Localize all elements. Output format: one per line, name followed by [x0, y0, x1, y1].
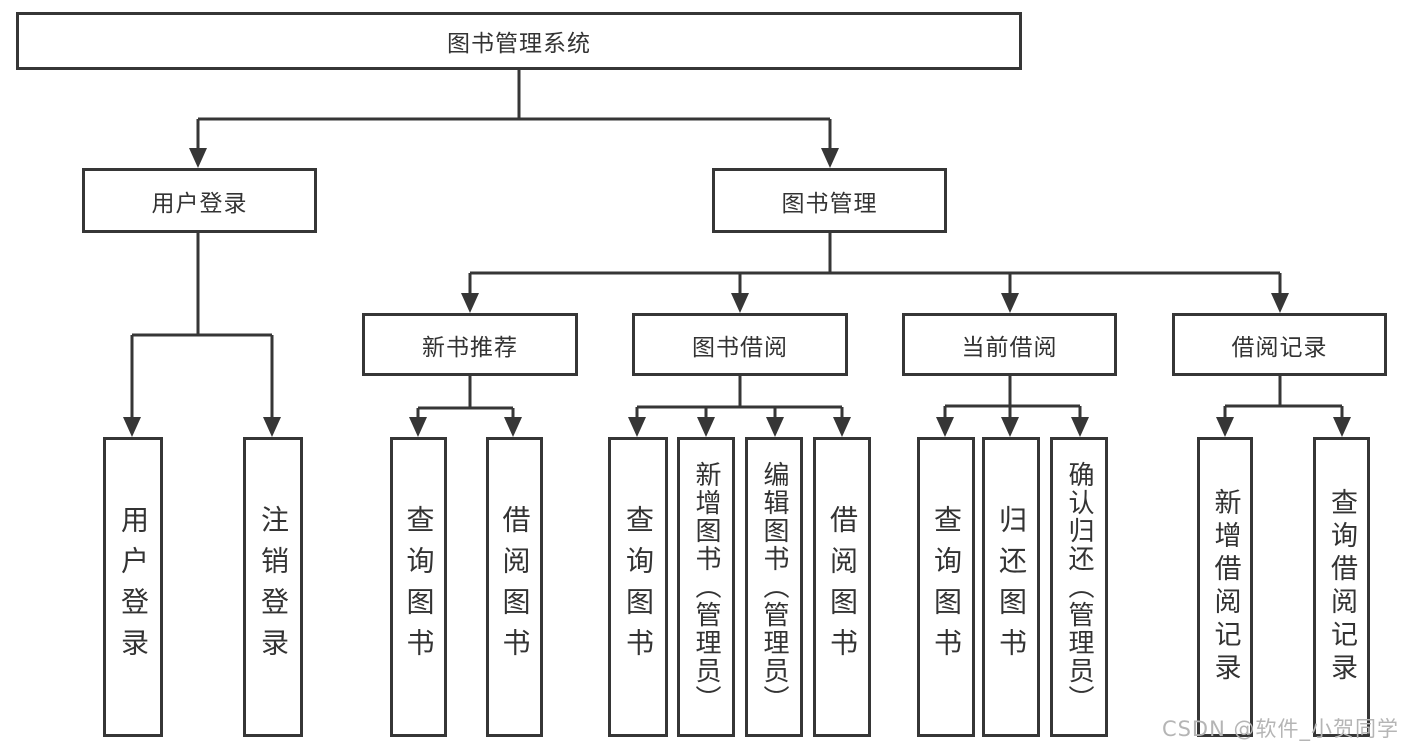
- node-label: 归还图书: [995, 505, 1028, 669]
- node-new-book-recommend: 新书推荐: [362, 313, 578, 376]
- node-label: 确认归还（管理员）: [1064, 461, 1094, 713]
- leaf-query-books-current: 查询图书: [917, 437, 975, 737]
- node-label: 借阅图书: [498, 505, 532, 669]
- node-label: 借阅图书: [826, 505, 859, 669]
- node-borrow-records: 借阅记录: [1172, 313, 1387, 376]
- leaf-add-book-admin: 新增图书（管理员）: [677, 437, 735, 737]
- node-label: 查询图书: [622, 505, 655, 669]
- node-label: 图书管理: [781, 190, 878, 217]
- node-book-borrow: 图书借阅: [632, 313, 848, 376]
- leaf-query-books-recommend: 查询图书: [390, 437, 447, 737]
- leaf-borrow-books-recommend: 借阅图书: [486, 437, 543, 737]
- leaf-borrow-books: 借阅图书: [813, 437, 871, 737]
- node-label: 查询图书: [402, 505, 436, 669]
- node-book-management: 图书管理: [712, 168, 947, 233]
- leaf-edit-book-admin: 编辑图书（管理员）: [745, 437, 803, 737]
- leaf-confirm-return-admin: 确认归还（管理员）: [1050, 437, 1108, 737]
- node-label: 当前借阅: [961, 334, 1058, 361]
- leaf-query-borrow-record: 查询借阅记录: [1313, 437, 1370, 737]
- leaf-add-borrow-record: 新增借阅记录: [1197, 437, 1253, 737]
- node-label: 用户登录: [117, 505, 150, 669]
- connector-path: [130, 70, 1344, 421]
- node-label: 图书管理系统: [447, 31, 591, 57]
- node-root: 图书管理系统: [16, 12, 1022, 70]
- leaf-return-book: 归还图书: [982, 437, 1040, 737]
- node-label: 注销登录: [257, 505, 290, 669]
- csdn-watermark: CSDN @软件_小贺同学: [1161, 717, 1399, 741]
- node-label: 查询借阅记录: [1326, 488, 1357, 686]
- node-label: 图书借阅: [692, 334, 788, 361]
- node-label: 编辑图书（管理员）: [759, 461, 789, 713]
- leaf-query-books-borrow: 查询图书: [608, 437, 668, 737]
- node-current-borrow: 当前借阅: [902, 313, 1117, 376]
- node-label: 新增图书（管理员）: [691, 461, 721, 713]
- node-label: 用户登录: [151, 190, 248, 217]
- node-user-login: 用户登录: [82, 168, 317, 233]
- node-label: 查询图书: [930, 505, 963, 669]
- node-label: 新增借阅记录: [1209, 488, 1241, 686]
- node-label: 新书推荐: [422, 334, 518, 361]
- leaf-user-login: 用户登录: [103, 437, 163, 737]
- node-label: 借阅记录: [1231, 334, 1328, 361]
- leaf-logout: 注销登录: [243, 437, 303, 737]
